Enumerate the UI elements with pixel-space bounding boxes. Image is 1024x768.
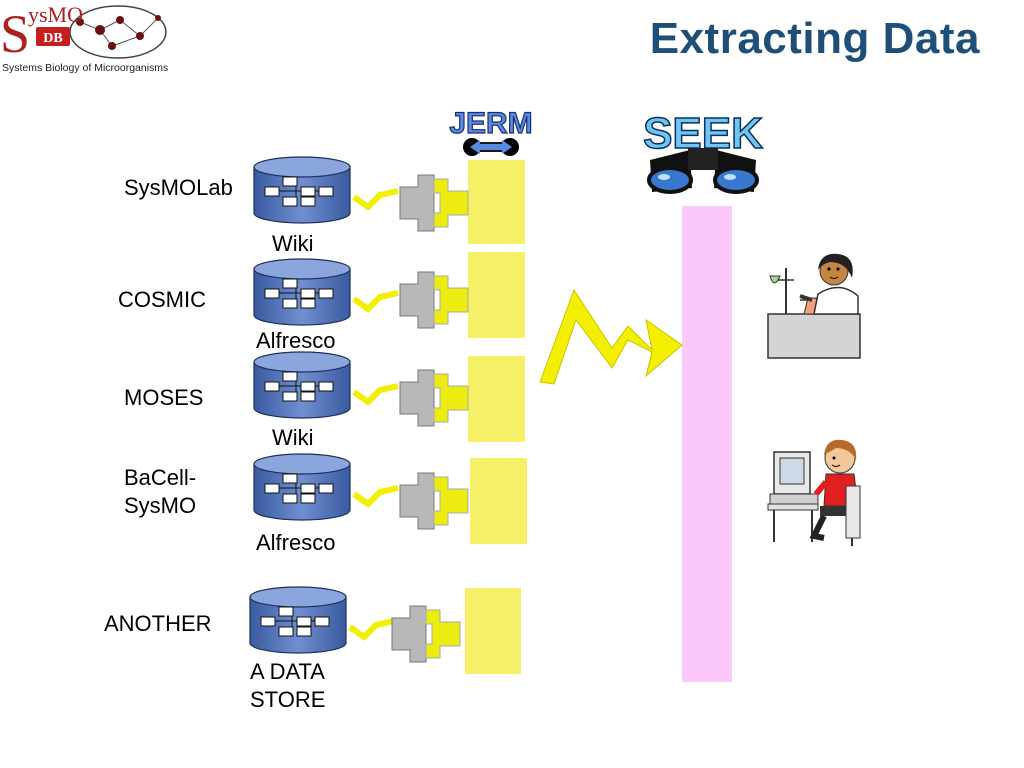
database-cylinder-icon <box>253 351 351 419</box>
connector-line <box>352 188 399 211</box>
source-store-label: Wiki <box>272 231 314 256</box>
connector-line <box>352 485 399 508</box>
logo-letter-s: S <box>0 4 30 62</box>
sysmo-db-logo: S ysMO DB Systems Biology of Microorgani… <box>0 0 170 80</box>
puzzle-adapter-icon <box>399 271 469 329</box>
page-title: Extracting Data <box>649 14 980 63</box>
source-lab-label: SysMOLab <box>124 175 233 200</box>
logo-graphic: S ysMO DB <box>0 2 167 64</box>
source-store-label: Alfresco <box>256 328 336 353</box>
source-row <box>253 252 525 338</box>
jerm-adapter-block <box>470 458 527 544</box>
seek-binoculars-icon: SEEK <box>642 108 764 194</box>
source-store-label: A DATA STORE <box>250 659 326 712</box>
logo-name: ysMO <box>28 2 83 27</box>
lab-scientist-icon <box>767 253 861 359</box>
jerm-bidirectional-arrow-icon <box>463 138 519 156</box>
jerm-adapter-block <box>468 160 525 244</box>
puzzle-adapter-icon <box>399 472 469 530</box>
database-cylinder-icon <box>249 586 347 654</box>
database-cylinder-icon <box>253 258 351 326</box>
source-row <box>253 453 527 544</box>
source-row <box>253 351 525 442</box>
jerm-adapter-block <box>468 252 525 338</box>
jerm-adapter-block <box>468 356 525 442</box>
connector-line <box>348 618 395 641</box>
puzzle-adapter-icon <box>399 369 469 427</box>
source-lab-label: ANOTHER <box>104 611 212 636</box>
jerm-icon: JERM <box>449 106 533 156</box>
source-store-label: Alfresco <box>256 530 336 555</box>
logo-tagline: Systems Biology of Microorganisms <box>2 62 169 74</box>
database-cylinder-icon <box>253 156 351 224</box>
seek-label: SEEK <box>643 109 763 158</box>
source-store-label: Wiki <box>272 425 314 450</box>
logo-badge <box>36 27 70 46</box>
computer-user-icon <box>767 439 861 546</box>
jerm-label: JERM <box>449 107 532 140</box>
puzzle-adapter-icon <box>391 605 461 663</box>
source-row <box>249 586 521 674</box>
puzzle-adapter-icon <box>399 174 469 232</box>
seek-integration-bar <box>682 206 732 682</box>
jerm-adapter-block <box>465 588 521 674</box>
source-row <box>253 156 525 244</box>
lightning-bolt-icon <box>539 288 683 385</box>
database-cylinder-icon <box>253 453 351 521</box>
logo-badge-text: DB <box>43 31 62 46</box>
connector-line <box>352 383 399 406</box>
source-lab-label: MOSES <box>124 385 204 410</box>
connector-line <box>352 290 399 313</box>
source-lab-label: BaCell- SysMO <box>124 465 197 518</box>
source-lab-label: COSMIC <box>118 287 206 312</box>
